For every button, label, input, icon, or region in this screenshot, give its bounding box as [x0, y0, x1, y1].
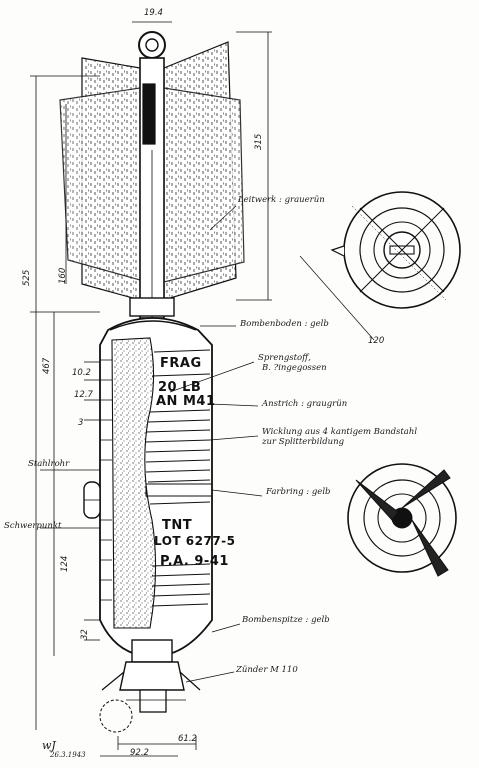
- signature-initials: wJ: [42, 739, 56, 752]
- tail-fin-assembly: [59, 31, 245, 319]
- callout-ring: Farbring : gelb: [266, 487, 331, 497]
- dim-band-b: 12.7: [74, 390, 93, 400]
- callout-explosive-line2: B. ?ingegossen: [262, 363, 327, 373]
- callout-winding-line2: zur Splitterbildung: [262, 437, 345, 447]
- callout-winding-line1: Wicklung aus 4 kantigem Bandstahl: [262, 427, 418, 437]
- marking-filling: TNT: [162, 518, 193, 533]
- end-view-top: [299, 191, 461, 341]
- dim-fin-base: 160: [58, 267, 68, 284]
- callout-tail-tube: Stahlrohr: [28, 459, 70, 469]
- dim-tail-diameter: 120: [368, 336, 385, 346]
- dim-fuze-diameter: 92.2: [130, 748, 149, 758]
- bomb-body: [83, 317, 213, 656]
- dim-fin-length: 315: [254, 133, 264, 150]
- marking-weight: 20 LB: [158, 380, 202, 395]
- dim-band-a: 10.2: [72, 368, 91, 378]
- dim-overall-length: 525: [22, 269, 32, 286]
- marking-pa: P.A. 9-41: [160, 554, 229, 569]
- fuze-assembly: [99, 639, 201, 733]
- callout-fins: Leitwerk : grauerün: [238, 195, 325, 205]
- dim-nose-diameter: 61.2: [178, 734, 197, 744]
- dim-top-width: 19.4: [144, 8, 163, 18]
- marking-frag: FRAG: [160, 356, 202, 371]
- marking-model: AN M41: [156, 394, 216, 409]
- callout-base-plate: Bombenboden : gelb: [240, 319, 329, 329]
- callout-fuze: Zünder M 110: [236, 665, 298, 675]
- callout-leaders: [40, 205, 263, 683]
- callout-explosive-line1: Sprengstoff,: [258, 353, 311, 363]
- callout-paint: Anstrich : graugrün: [262, 399, 348, 409]
- dimension-lines: [30, 21, 272, 757]
- marking-lot: LOT 6277-5: [154, 534, 236, 548]
- callout-center-of-gravity: Schwerpunkt: [4, 521, 62, 531]
- end-view-bottom: [347, 463, 457, 577]
- signature-date: 26.3.1943: [50, 751, 86, 759]
- dim-lug-to-tail: 124: [60, 555, 70, 572]
- dim-body-length: 467: [42, 357, 52, 374]
- dim-nose: 32: [80, 629, 90, 640]
- dim-wall: 3: [78, 418, 84, 428]
- callout-nose-cap: Bombenspitze : gelb: [242, 615, 330, 625]
